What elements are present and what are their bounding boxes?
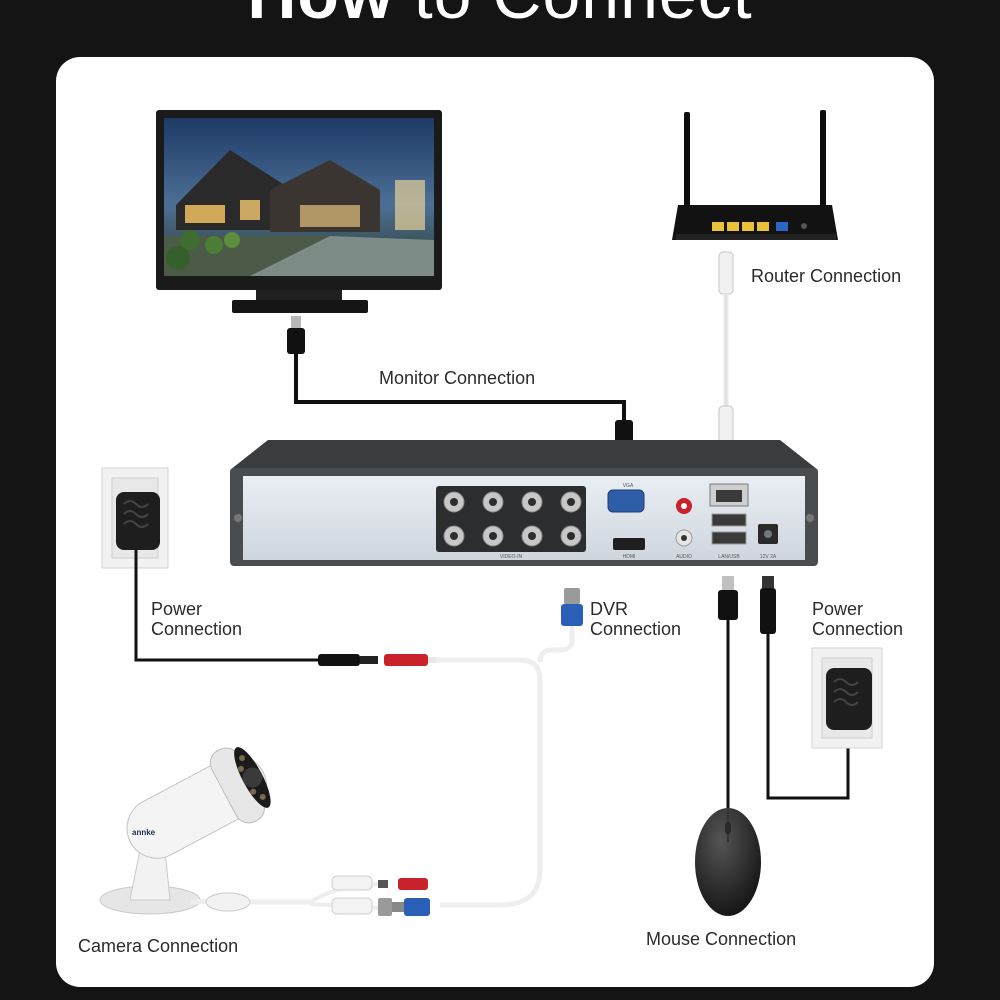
camera-brand-logo: annke	[132, 828, 156, 837]
power-adapter-left	[116, 492, 160, 550]
mouse-connection-label: Mouse Connection	[646, 929, 797, 949]
router	[672, 110, 838, 240]
monitor-stand	[232, 300, 368, 313]
power-port-label: 12V 2A	[760, 554, 777, 560]
camera-dc-plug	[398, 878, 428, 890]
power-connection-left-label: Power Connection	[151, 599, 243, 639]
usb-cable	[718, 576, 738, 815]
video-in-label: VIDEO-IN	[500, 554, 523, 560]
lan-label: LAN/USB	[718, 554, 740, 560]
vga-port	[607, 489, 645, 513]
usb-port-1	[711, 513, 747, 527]
title-rest: to Connect	[394, 0, 753, 33]
bnc-plug-dvr	[561, 588, 583, 626]
power-cable-left	[134, 550, 318, 662]
power-adapter-right	[826, 668, 872, 730]
vga-label: VGA	[623, 483, 634, 489]
page-title: How to Connect	[0, 0, 1000, 34]
camera-power-plug	[384, 654, 436, 666]
monitor-connection-label: Monitor Connection	[379, 368, 536, 388]
dvr: VIDEO-IN VGA HDMI AUDIO LAN/USB 12V 2A	[230, 440, 818, 566]
ethernet-cable	[718, 251, 734, 453]
audio-label: AUDIO	[676, 554, 692, 560]
camera: annke	[99, 747, 271, 915]
router-lan-ports	[712, 222, 769, 231]
usb-port-2	[711, 531, 747, 545]
title-bold: How	[247, 0, 394, 33]
power-outlet-right	[811, 647, 883, 749]
dvr-connection-label: DVR Connection	[590, 599, 682, 639]
video-in-block	[436, 486, 586, 552]
router-connection-label: Router Connection	[751, 266, 902, 286]
mouse	[695, 808, 761, 916]
camera-bnc-plug	[378, 898, 392, 916]
power-outlet-left	[101, 467, 169, 569]
camera-connection-label: Camera Connection	[78, 936, 239, 956]
monitor	[156, 110, 442, 313]
dc-cable-right	[760, 576, 850, 800]
hdmi-label: HDMI	[623, 554, 636, 560]
cable-junction	[205, 892, 251, 912]
router-wan-port	[776, 222, 788, 231]
power-connection-right-label: Power Connection	[812, 599, 904, 639]
hdmi-port	[613, 538, 645, 550]
